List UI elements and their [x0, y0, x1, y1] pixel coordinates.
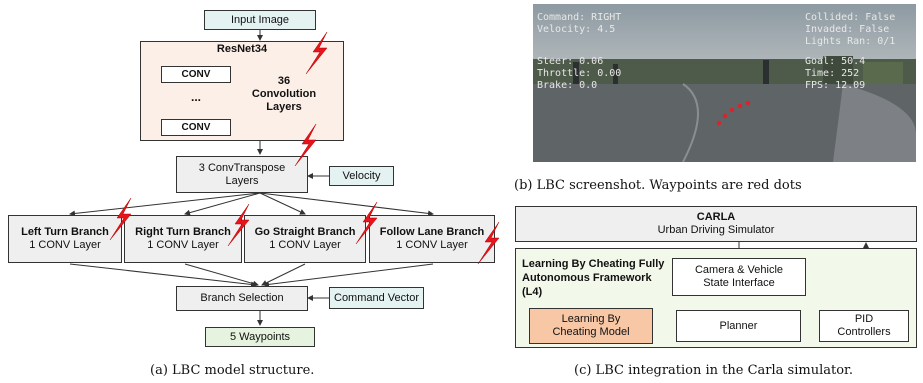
branch-follow-lane-name: Follow Lane Branch [379, 226, 485, 238]
conv-top-label: CONV [181, 69, 211, 80]
attack-bolt-icon [109, 197, 132, 241]
caption-c: (c) LBC integration in the Carla simulat… [574, 363, 853, 378]
planner-box: Planner [676, 310, 801, 342]
attack-bolt-icon [227, 203, 250, 247]
lbc-model-box: Learning By Cheating Model [529, 308, 653, 344]
branch-right-turn-layer: 1 CONV Layer [147, 239, 219, 251]
hud-fps: FPS: 12.09 [805, 80, 866, 91]
branch-selection-box: Branch Selection [176, 286, 308, 311]
pid-label: PID Controllers [837, 313, 891, 338]
arrow-to-right-branch [184, 192, 261, 216]
conv-bottom-box: CONV [161, 119, 231, 136]
branch-left-turn-layer: 1 CONV Layer [29, 239, 101, 251]
branch-right-turn-name: Right Turn Branch [135, 226, 231, 238]
lbc-screenshot: Command: RIGHT Velocity: 4.5 Steer: 0.06… [533, 4, 916, 162]
conv-layers-text: 36 Convolution Layers [248, 75, 320, 114]
hud-invaded: Invaded: False [805, 24, 890, 35]
branch-go-straight-name: Go Straight Branch [254, 226, 356, 238]
hud-steer: Steer: 0.06 [537, 56, 604, 67]
conv-layers-label: Convolution Layers [251, 88, 317, 113]
convtranspose-label: 3 ConvTranspose Layers [198, 161, 286, 187]
branch-selection-label: Branch Selection [200, 292, 284, 304]
arrow-left-to-selection [69, 263, 257, 288]
hud-right: Collided: False Invaded: False Lights Ra… [805, 12, 895, 92]
framework-label: Learning By Cheating Fully Autonomous Fr… [522, 258, 665, 298]
carla-subtitle: Urban Driving Simulator [657, 224, 775, 236]
arrow-to-straight-branch [259, 192, 306, 215]
conv-dots: ... [190, 90, 201, 104]
branch-left-turn: Left Turn Branch 1 CONV Layer [8, 215, 122, 263]
input-image-label: Input Image [230, 13, 290, 26]
screenshot-scene [533, 4, 916, 162]
camera-interface-label: Camera & Vehicle State Interface [694, 264, 784, 289]
hud-lights-ran: Lights Ran: 0/1 [805, 36, 896, 47]
camera-interface-box: Camera & Vehicle State Interface [672, 258, 806, 296]
attack-bolt-icon [294, 123, 317, 167]
velocity-box: Velocity [329, 166, 394, 186]
arrow-to-left-branch [69, 192, 261, 217]
planner-label: Planner [719, 319, 758, 332]
arrow-right-to-selection [184, 263, 259, 287]
hud-command: Command: RIGHT [537, 12, 622, 23]
caption-b: (b) LBC screenshot. Waypoints are red do… [514, 178, 802, 193]
command-vector-label: Command Vector [334, 291, 419, 304]
resnet-title: ResNet34 [216, 43, 268, 55]
conv-bottom-label: CONV [181, 122, 211, 133]
arrow-lane-to-selection [263, 263, 434, 288]
caption-a: (a) LBC model structure. [150, 363, 315, 378]
arrow-to-lane-branch [259, 192, 434, 217]
carla-box: CARLA Urban Driving Simulator [515, 206, 917, 242]
waypoints-label: 5 Waypoints [229, 330, 291, 343]
hud-goal: Goal: 50.4 [805, 56, 866, 67]
lbc-model-label: Learning By Cheating Model [552, 313, 630, 338]
attack-bolt-icon [355, 201, 378, 245]
attack-bolt-icon [305, 31, 328, 75]
carla-title: CARLA [696, 211, 736, 223]
hud-throttle: Throttle: 0.00 [537, 68, 622, 79]
command-vector-box: Command Vector [329, 287, 424, 309]
convtranspose-box: 3 ConvTranspose Layers [176, 156, 308, 193]
conv-top-box: CONV [161, 66, 231, 83]
branch-follow-lane-layer: 1 CONV Layer [396, 239, 468, 251]
branch-left-turn-name: Left Turn Branch [21, 226, 109, 238]
branch-right-turn: Right Turn Branch 1 CONV Layer [124, 215, 242, 263]
input-image-box: Input Image [204, 10, 316, 30]
hud-collided: Collided: False [805, 12, 896, 23]
hud-brake: Brake: 0.0 [537, 80, 598, 91]
hud-left: Command: RIGHT Velocity: 4.5 Steer: 0.06… [537, 12, 621, 92]
conv-count: 36 [277, 75, 291, 87]
hud-spacer [537, 36, 621, 48]
hud-time: Time: 252 [805, 68, 860, 79]
branch-go-straight: Go Straight Branch 1 CONV Layer [244, 215, 366, 263]
hud-velocity: Velocity: 4.5 [537, 24, 616, 35]
waypoints-box: 5 Waypoints [205, 327, 315, 347]
velocity-label: Velocity [342, 169, 381, 182]
pid-box: PID Controllers [819, 310, 909, 342]
branch-go-straight-layer: 1 CONV Layer [269, 239, 341, 251]
attack-bolt-icon [477, 221, 500, 265]
